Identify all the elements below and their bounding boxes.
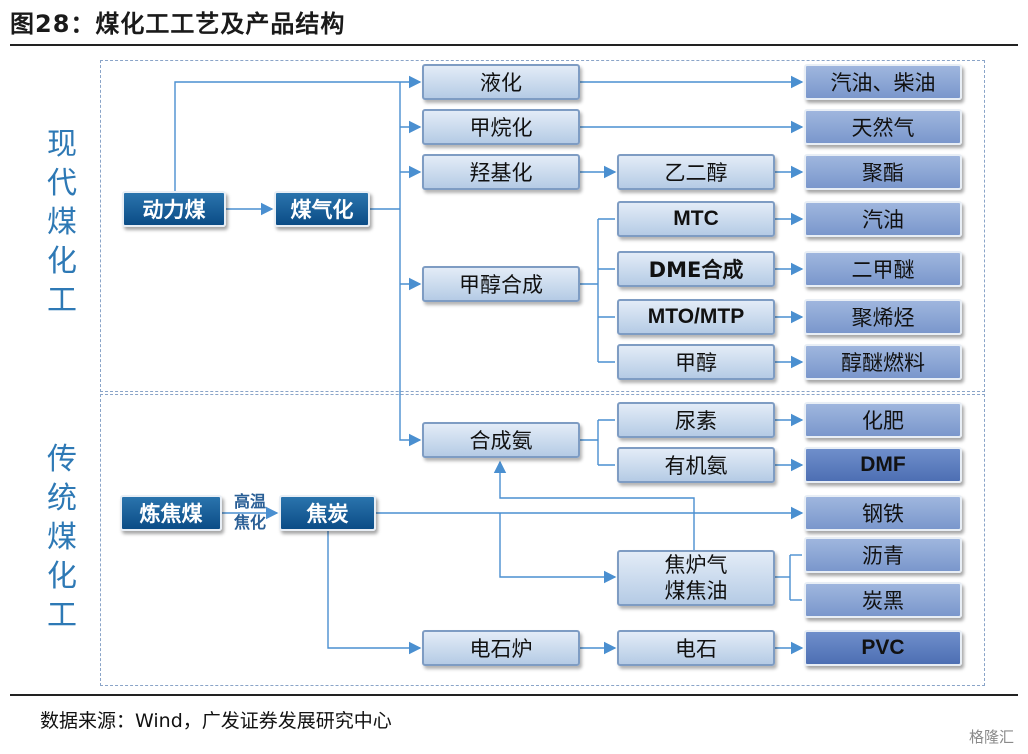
box-methanation: 甲烷化: [422, 109, 580, 145]
box-fertilizer: 化肥: [804, 402, 962, 438]
modern-section-label-char: 代: [47, 166, 77, 201]
traditional-section-label-char: 工: [47, 598, 77, 633]
top-rule: [10, 44, 1018, 46]
bottom-rule: [10, 694, 1018, 696]
box-calcium-furnace: 电石炉: [422, 630, 580, 666]
high-temp-coking-line: 高温: [233, 492, 266, 511]
box-coke-oven: 焦炉气煤焦油: [617, 550, 775, 606]
box-polyolefin: 聚烯烃: [804, 299, 962, 335]
box-methanol-synthesis: 甲醇合成: [422, 266, 580, 302]
figure-title: 图28：煤化工工艺及产品结构: [10, 10, 346, 38]
box-dimethyl-ether: 二甲醚: [804, 251, 962, 287]
box-mtc: MTC: [617, 201, 775, 237]
traditional-section-label-char: 传: [47, 442, 77, 477]
high-temp-coking-label: 高温焦化: [226, 491, 274, 533]
box-carbonylation: 羟基化: [422, 154, 580, 190]
box-urea: 尿素: [617, 402, 775, 438]
box-power-coal: 动力煤: [122, 191, 226, 227]
modern-section-label-char: 现: [47, 127, 77, 162]
box-asphalt: 沥青: [804, 537, 962, 573]
box-gasoline-diesel: 汽油、柴油: [804, 64, 962, 100]
box-carbon-black: 炭黑: [804, 582, 962, 618]
high-temp-coking-line: 焦化: [233, 513, 266, 532]
box-gasification: 煤气化: [274, 191, 370, 227]
traditional-section-label: 传统煤化工: [40, 440, 84, 635]
box-glycol: 乙二醇: [617, 154, 775, 190]
box-coking-coal: 炼焦煤: [120, 495, 222, 531]
source-note: 数据来源：Wind，广发证券发展研究中心: [40, 710, 392, 732]
box-gasoline: 汽油: [804, 201, 962, 237]
traditional-section-label-char: 化: [47, 559, 77, 594]
box-ammonia-synthesis: 合成氨: [422, 422, 580, 458]
modern-section-label-char: 化: [47, 244, 77, 279]
traditional-section-label-char: 煤: [47, 520, 77, 555]
box-dmf: DMF: [804, 447, 962, 483]
box-steel: 钢铁: [804, 495, 962, 531]
modern-section-label: 现代煤化工: [40, 125, 84, 320]
box-dme: DME合成: [617, 251, 775, 287]
traditional-section: [100, 394, 985, 686]
traditional-section-label-char: 统: [47, 481, 77, 516]
box-mto: MTO/MTP: [617, 299, 775, 335]
box-organic-ammonia: 有机氨: [617, 447, 775, 483]
box-polyester: 聚酯: [804, 154, 962, 190]
box-pvc: PVC: [804, 630, 962, 666]
modern-section: [100, 60, 985, 392]
box-coke: 焦炭: [279, 495, 376, 531]
modern-section-label-char: 煤: [47, 205, 77, 240]
box-alcohol-ether-fuel: 醇醚燃料: [804, 344, 962, 380]
box-natural-gas: 天然气: [804, 109, 962, 145]
box-methanol: 甲醇: [617, 344, 775, 380]
coke-oven-line: 煤焦油: [664, 579, 728, 603]
watermark: 格隆汇: [968, 728, 1014, 746]
box-liquefaction: 液化: [422, 64, 580, 100]
coke-oven-line: 焦炉气: [664, 553, 728, 577]
box-calcium-carbide: 电石: [617, 630, 775, 666]
modern-section-label-char: 工: [47, 283, 77, 318]
